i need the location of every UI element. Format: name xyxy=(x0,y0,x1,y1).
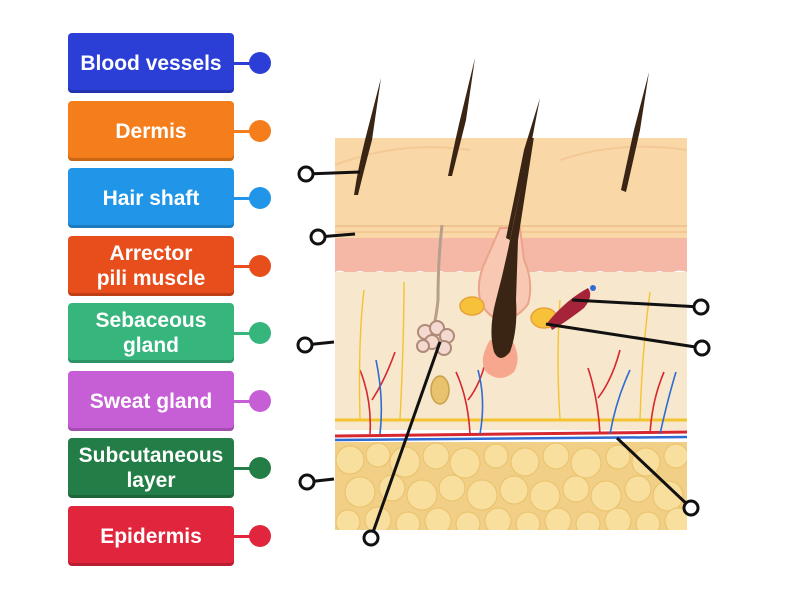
vein-line xyxy=(335,435,687,442)
connector-line xyxy=(234,535,260,538)
target-circle[interactable] xyxy=(309,228,327,246)
pacinian-corpuscle xyxy=(430,375,450,405)
target-circle[interactable] xyxy=(296,336,314,354)
drag-handle-dot[interactable] xyxy=(249,322,271,344)
hair-root xyxy=(491,138,534,358)
label-arrector-pili-muscle[interactable]: Arrector pili muscle xyxy=(68,236,234,296)
skin-crease xyxy=(559,145,687,161)
drag-handle-dot[interactable] xyxy=(249,187,271,209)
connector-line xyxy=(234,197,260,200)
skin-layers xyxy=(335,138,687,530)
connector-line xyxy=(234,62,260,65)
artery-line xyxy=(335,430,687,438)
target-circle[interactable] xyxy=(362,529,380,547)
hair-shafts xyxy=(354,58,649,240)
drag-handle-dot[interactable] xyxy=(249,390,271,412)
drag-handle-dot[interactable] xyxy=(249,52,271,74)
label-sebaceous-gland[interactable]: Sebaceous gland xyxy=(68,303,234,363)
connector-line xyxy=(234,332,260,335)
drag-handle-dot[interactable] xyxy=(249,525,271,547)
muscle-attachment xyxy=(590,285,596,291)
target-circle[interactable] xyxy=(297,165,315,183)
arrector-pili-shape xyxy=(548,288,591,330)
fat-cells xyxy=(335,442,687,530)
target-circle[interactable] xyxy=(682,499,700,517)
drag-handle-dot[interactable] xyxy=(249,457,271,479)
target-circle[interactable] xyxy=(298,473,316,491)
drag-handle-dot[interactable] xyxy=(249,120,271,142)
target-circle[interactable] xyxy=(693,339,711,357)
connector-line xyxy=(234,130,260,133)
target-circle[interactable] xyxy=(692,298,710,316)
target-pointers xyxy=(296,165,711,547)
label-epidermis[interactable]: Epidermis xyxy=(68,506,234,566)
label-subcutaneous-layer[interactable]: Subcutaneous layer xyxy=(68,438,234,498)
label-blood-vessels[interactable]: Blood vessels xyxy=(68,33,234,93)
drag-handle-dot[interactable] xyxy=(249,255,271,277)
label-dermis[interactable]: Dermis xyxy=(68,101,234,161)
connector-line xyxy=(234,265,260,268)
label-hair-shaft[interactable]: Hair shaft xyxy=(68,168,234,228)
connector-line xyxy=(234,400,260,403)
label-sweat-gland[interactable]: Sweat gland xyxy=(68,371,234,431)
connector-line xyxy=(234,467,260,470)
capillaries xyxy=(359,349,677,435)
